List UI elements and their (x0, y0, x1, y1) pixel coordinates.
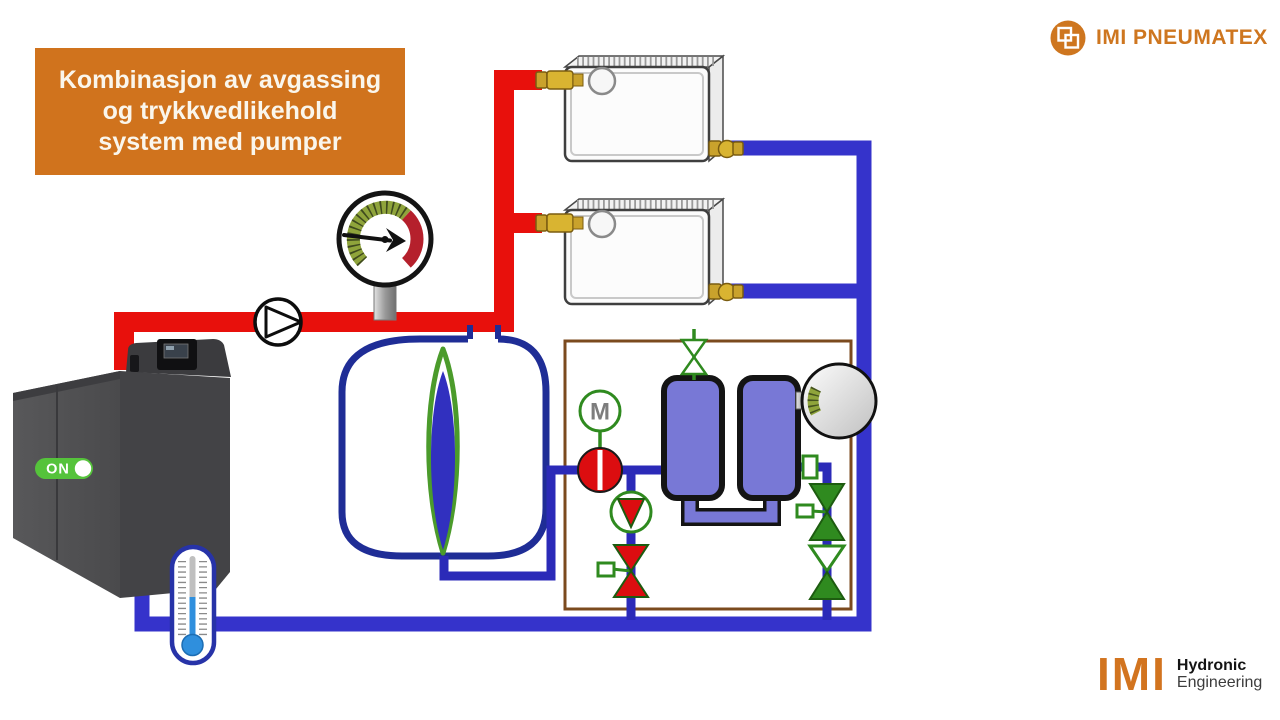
title-box: Kombinasjon av avgassing og trykkvedlike… (35, 48, 405, 175)
degassing-vessel-1 (661, 375, 725, 501)
degassing-vessels (661, 375, 801, 526)
gauge-red-zone (401, 210, 424, 268)
degassing-pump-icon (609, 490, 653, 534)
check-valve-icon (807, 544, 847, 600)
bladder-water (431, 371, 455, 550)
toggle-knob (74, 460, 92, 477)
degassing-vessel-2 (737, 375, 801, 501)
pressure-ball-gauge-icon (795, 362, 878, 440)
imi-hydronic-logo: IMI Hydronic Engineering (1097, 648, 1263, 700)
rotary-valve-icon (577, 447, 623, 493)
title-line-3: system med pumper (98, 128, 342, 156)
gauge-needle (386, 228, 406, 252)
title-line-1: Kombinasjon av avgassing (58, 66, 382, 94)
boiler-icon: ON (13, 339, 231, 598)
power-toggle[interactable]: ON (35, 458, 93, 479)
motor-label: M (590, 399, 610, 426)
control-valve-red-icon (596, 544, 650, 598)
hydronic-label: Hydronic (1176, 657, 1247, 674)
imi-logo-icon (1050, 20, 1086, 56)
radiator-2 (536, 199, 743, 304)
motor-icon: M (578, 389, 622, 450)
flow-restrictor-icon (801, 454, 819, 480)
thermometer-icon (169, 544, 217, 666)
brand-text: IMI PNEUMATEX (1096, 26, 1268, 49)
radiator-1 (536, 56, 743, 161)
expansion-vessel-icon (338, 325, 550, 560)
title-line-2: og trykkvedlikehold (102, 97, 338, 125)
vent-valve-icon (679, 329, 709, 380)
return-pipe-blue (134, 140, 872, 632)
pressure-gauge-icon (336, 190, 434, 321)
imi-pneumatex-logo: IMI PNEUMATEX (1049, 19, 1268, 57)
supply-pipe-red (114, 70, 542, 370)
imi-wordmark: IMI (1097, 648, 1167, 700)
power-toggle-label: ON (46, 462, 70, 478)
control-valve-green-icon (795, 483, 846, 541)
engineering-label: Engineering (1176, 674, 1263, 691)
pump-icon (253, 297, 303, 347)
